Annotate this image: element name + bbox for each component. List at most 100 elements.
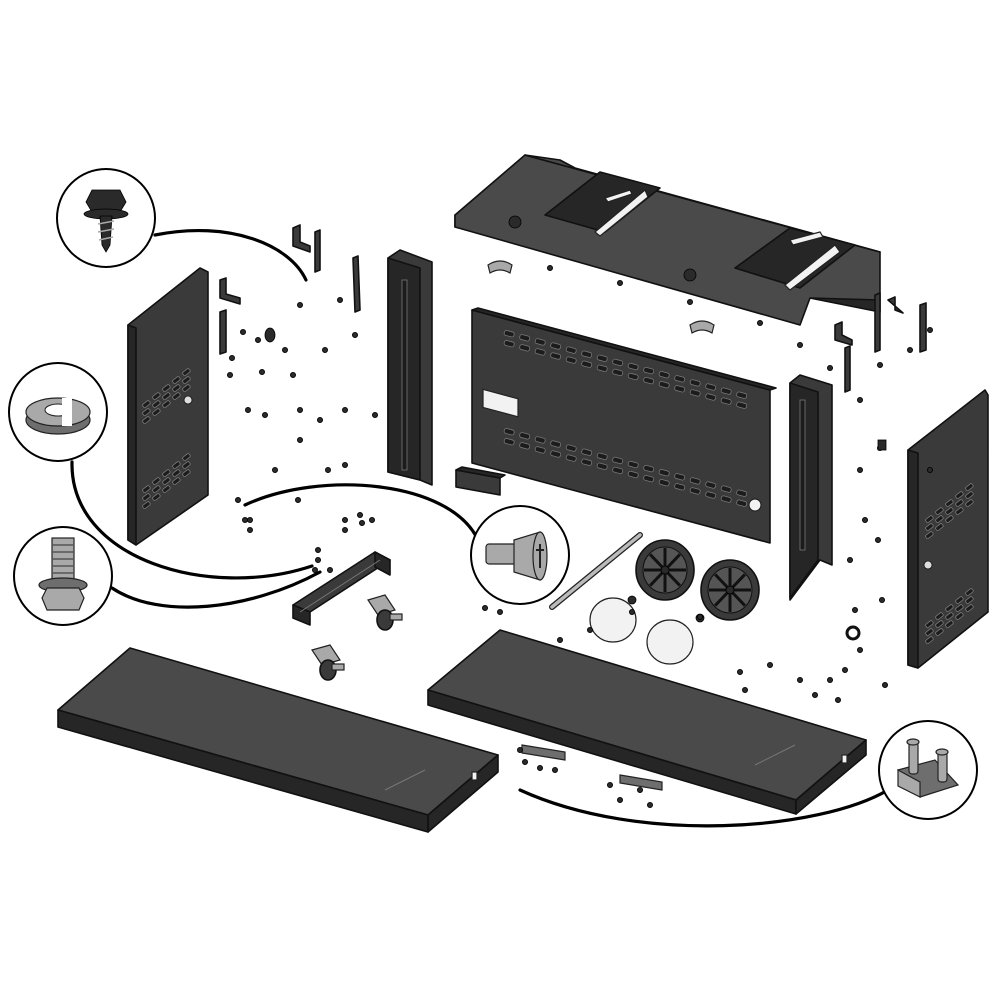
hardware-piece <box>522 759 529 766</box>
hardware-piece <box>258 368 265 375</box>
vent-slot <box>172 376 181 384</box>
hardware-piece <box>311 567 318 574</box>
vent-slot <box>534 348 546 356</box>
vent-slot <box>534 338 546 346</box>
hardware-piece <box>552 767 559 774</box>
vent-slot <box>627 372 639 381</box>
vent-slot <box>674 375 686 383</box>
hardware-piece <box>852 607 859 614</box>
hardware-piece <box>617 797 624 804</box>
hardware-piece <box>321 346 328 353</box>
vent-slot <box>142 485 151 493</box>
vent-slot <box>550 342 562 350</box>
flange-hex-bolt-icon <box>38 537 88 611</box>
vent-slot <box>152 392 161 400</box>
vent-slot <box>658 469 670 477</box>
vent-slot <box>965 604 974 612</box>
vent-slot <box>172 469 181 477</box>
handle-bracket-left <box>487 260 513 274</box>
hardware-piece <box>557 637 564 644</box>
hardware-piece <box>827 364 834 371</box>
vent-slot <box>142 400 151 408</box>
vent-slot <box>172 461 181 469</box>
vent-slot <box>152 477 161 485</box>
vent-slot <box>736 401 748 409</box>
hardware-piece <box>341 406 348 413</box>
vent-slot <box>674 483 686 491</box>
vent-slot <box>955 596 964 604</box>
caster-wheel-1 <box>367 594 403 631</box>
vent-slot <box>925 636 934 644</box>
hardware-piece <box>234 496 241 503</box>
back-vented-panel <box>471 307 777 544</box>
vent-slot <box>519 442 531 450</box>
vent-slot <box>581 448 593 456</box>
vent-slot <box>945 499 954 507</box>
vent-slot <box>142 416 151 424</box>
vent-slot <box>720 485 732 493</box>
hardware-piece <box>547 264 554 271</box>
vent-slot <box>565 346 577 354</box>
hardware-piece <box>294 496 301 503</box>
vent-slot <box>152 485 161 493</box>
hardware-piece <box>875 537 882 544</box>
vent-slot <box>172 477 181 485</box>
vent-slot <box>182 376 191 384</box>
vent-slot <box>550 440 562 448</box>
vent-slot <box>519 432 531 440</box>
scattered-hardware <box>226 264 934 809</box>
hardware-piece <box>356 512 363 519</box>
vent-slot <box>935 523 944 531</box>
hex-washer-screw-icon <box>83 189 129 253</box>
vent-slot <box>965 596 974 604</box>
vent-slot <box>705 491 717 499</box>
hardware-piece <box>617 279 624 286</box>
vent-slot <box>643 464 655 473</box>
hardware-piece <box>226 371 233 378</box>
top-frame-panel <box>454 154 881 326</box>
vent-slot <box>596 452 608 460</box>
hardware-piece <box>847 557 854 564</box>
hardware-piece <box>697 614 704 621</box>
vent-slot <box>519 334 531 342</box>
hardware-piece <box>687 298 694 305</box>
vent-slot <box>534 446 546 454</box>
hardware-piece <box>254 336 261 343</box>
strap-hinge-2 <box>619 774 663 791</box>
vertical-post-right <box>789 374 833 601</box>
vent-slot <box>689 389 701 397</box>
vent-slot <box>674 385 686 393</box>
hardware-piece <box>879 597 886 604</box>
vent-slot <box>142 501 151 509</box>
vent-slot <box>142 408 151 416</box>
hardware-piece <box>341 517 348 524</box>
hardware-piece <box>314 557 321 564</box>
vent-slot <box>534 436 546 444</box>
vent-slot <box>705 481 717 489</box>
hardware-piece <box>737 669 744 676</box>
hardware-piece <box>368 517 375 524</box>
vent-slot <box>736 499 748 507</box>
vent-slot <box>152 493 161 501</box>
callout-flange-hex-bolt <box>13 526 113 626</box>
vent-slot <box>627 460 639 469</box>
vent-slot <box>720 387 732 395</box>
large-wheel-1 <box>635 539 695 601</box>
vent-slot <box>162 469 171 477</box>
hardware-piece <box>877 361 884 368</box>
caster-wheel-2 <box>311 644 345 681</box>
vent-slot <box>596 354 608 362</box>
vent-slot <box>581 458 593 466</box>
hardware-piece <box>835 697 842 704</box>
vent-slot <box>627 362 639 371</box>
hardware-piece <box>629 609 636 616</box>
hardware-piece <box>314 547 321 554</box>
hardware-ring <box>845 625 861 641</box>
vents-bottom-row <box>503 428 748 507</box>
vent-slot <box>565 454 577 462</box>
vent-slot <box>612 358 624 367</box>
vent-slot <box>689 477 701 485</box>
left-vents-upper <box>142 368 191 424</box>
hub-cap-1 <box>589 595 637 643</box>
hardware-piece <box>341 527 348 534</box>
